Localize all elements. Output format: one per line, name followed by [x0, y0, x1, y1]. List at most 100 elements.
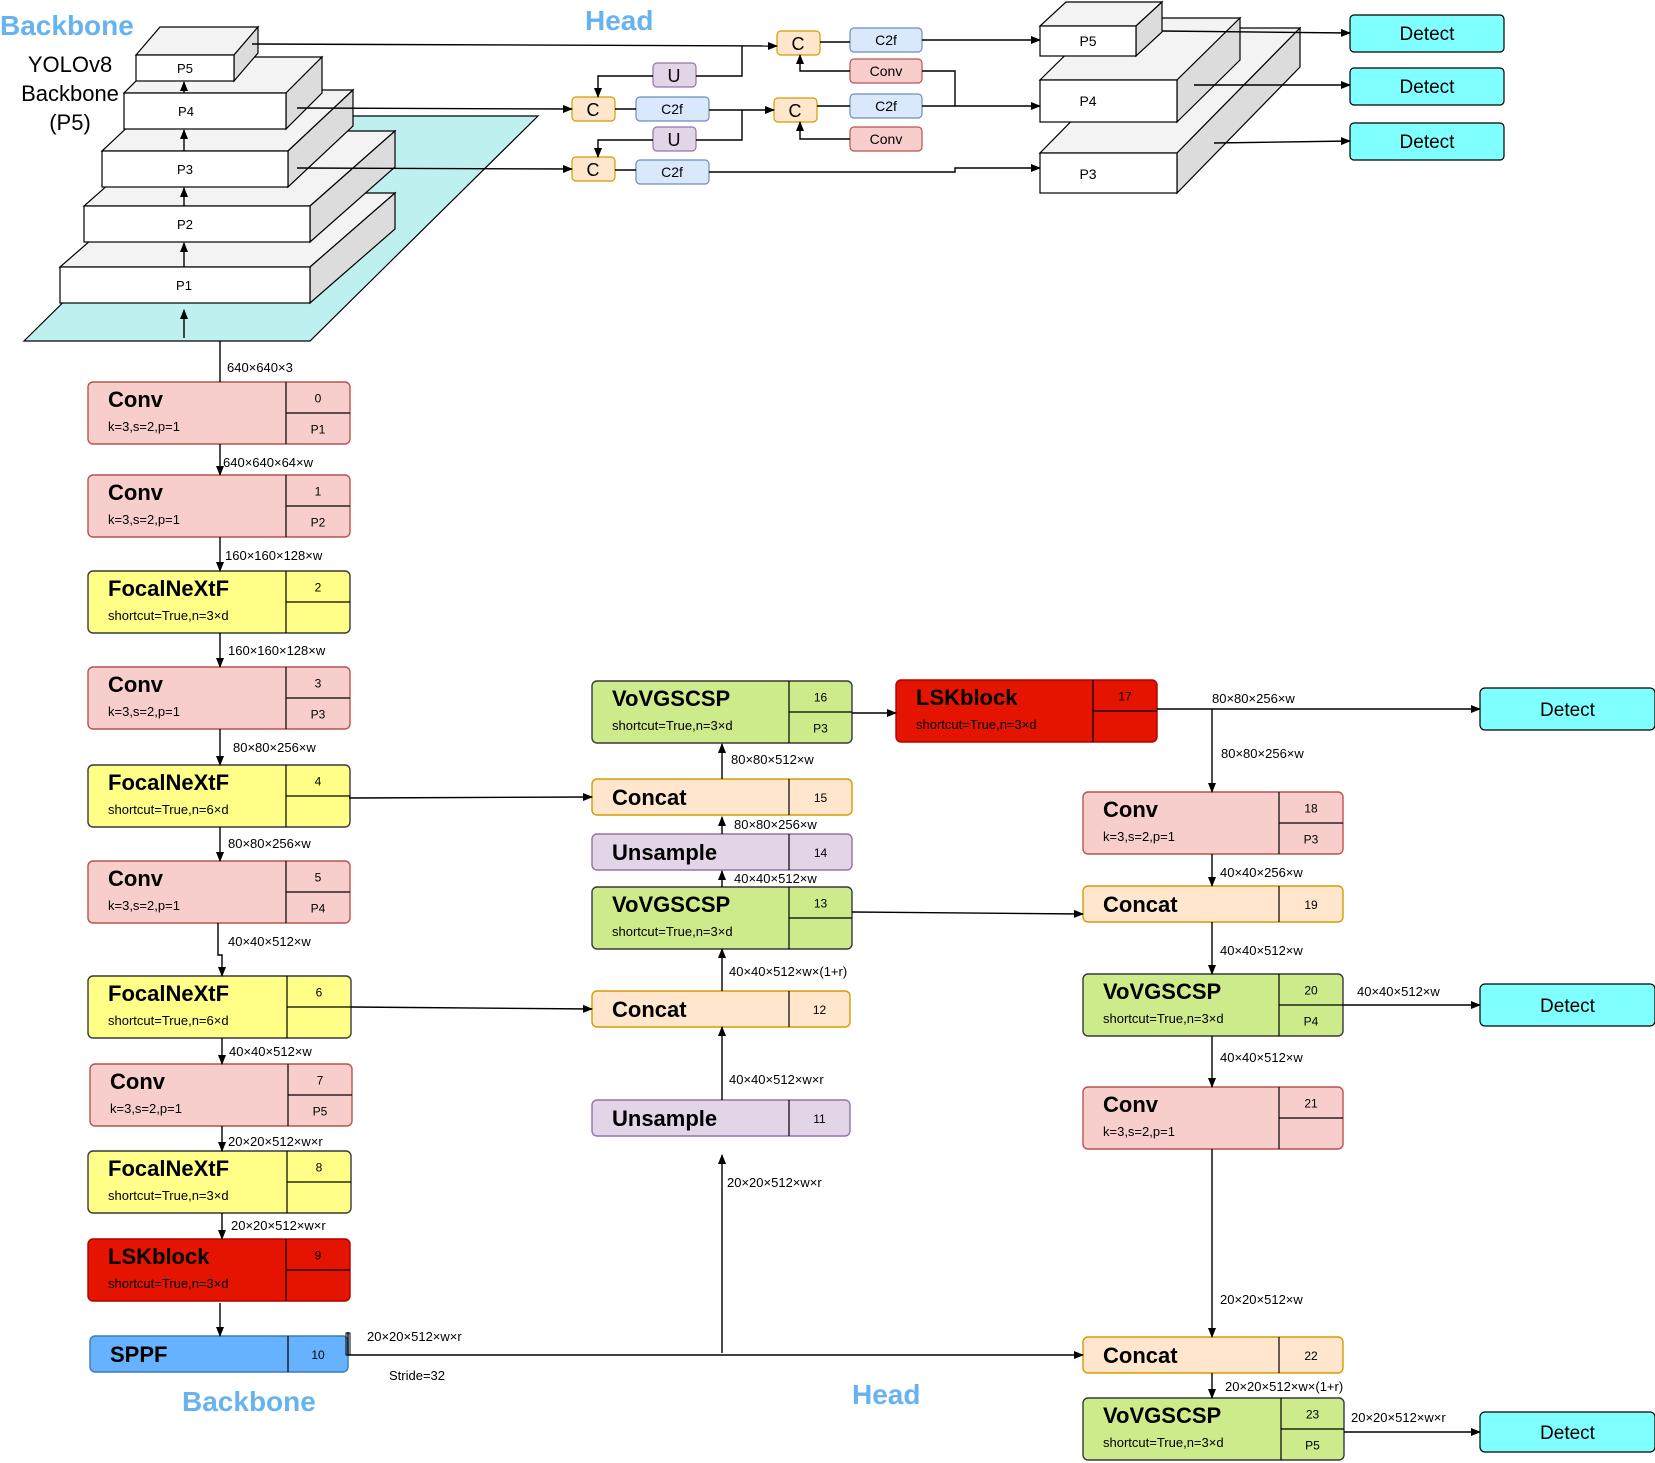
layer-23-tag: P5: [1305, 1439, 1320, 1453]
layer-22-name: Concat: [1103, 1343, 1178, 1368]
layer-11: Unsample 11: [591, 1099, 851, 1137]
layer-16-name: VoVGSCSP: [612, 686, 730, 711]
layer-9-name: LSKblock: [108, 1244, 210, 1269]
layer-5-params: k=3,s=2,p=1: [108, 898, 180, 913]
dim-23-out: 20×20×512×w×r: [1351, 1410, 1446, 1425]
dim-17: 80×80×256×w: [1212, 691, 1295, 706]
layer-8-params: shortcut=True,n=3×d: [108, 1188, 229, 1203]
layer-11-name: Unsample: [612, 1106, 717, 1131]
layer-3-params: k=3,s=2,p=1: [108, 704, 180, 719]
layer-6-params: shortcut=True,n=6×d: [108, 1013, 229, 1028]
top-conv-2-label: Conv: [870, 131, 903, 147]
top-concat-p4-label: C: [587, 100, 600, 120]
layer-7-index: 7: [317, 1074, 324, 1088]
detect-head-2-label: Detect: [1540, 996, 1596, 1017]
dim-13: 40×40×512×w: [734, 871, 817, 886]
layer-7-tag: P5: [313, 1105, 328, 1119]
layer-11-index: 11: [813, 1112, 826, 1126]
yolo-label-line1: YOLOv8: [28, 52, 112, 77]
top-output-p4-label: P4: [1079, 93, 1096, 109]
top-output-p4: [1039, 79, 1178, 123]
layer-16-tag: P3: [813, 722, 828, 736]
dim-11: 40×40×512×w×r: [729, 1072, 824, 1087]
layer-2-params: shortcut=True,n=3×d: [108, 608, 229, 623]
top-c2f-p4b-label: C2f: [875, 98, 897, 114]
layer-20-name: VoVGSCSP: [1103, 979, 1221, 1004]
pyramid-p3: [101, 150, 289, 188]
dim-21: 20×20×512×w: [1220, 1292, 1303, 1307]
layer-22-index: 22: [1304, 1349, 1318, 1363]
top-detect-3-label: Detect: [1400, 132, 1456, 153]
dim-19: 40×40×512×w: [1220, 943, 1303, 958]
layer-1-index: 1: [315, 485, 322, 499]
top-c2f-p4-label: C2f: [661, 101, 683, 117]
layer-11-box: [591, 1099, 851, 1137]
layer-3-name: Conv: [108, 672, 164, 697]
layer-16-index: 16: [814, 691, 828, 705]
pyramid-p1: [59, 266, 311, 304]
layer-8-name: FocalNeXtF: [108, 1156, 229, 1181]
pyramid-p2-label: P2: [177, 217, 193, 232]
layer-19-name: Concat: [1103, 892, 1178, 917]
layer-19-index: 19: [1304, 898, 1318, 912]
layer-21-index: 21: [1304, 1097, 1318, 1111]
layer-0-name: Conv: [108, 387, 164, 412]
dim-3: 80×80×256×w: [233, 740, 316, 755]
layer-17-name: LSKblock: [916, 685, 1018, 710]
layer-20-tag: P4: [1304, 1015, 1319, 1029]
dim-2: 160×160×128×w: [228, 643, 326, 658]
top-conv-1-label: Conv: [870, 63, 903, 79]
dim-6: 40×40×512×w: [229, 1044, 312, 1059]
layer-1-name: Conv: [108, 480, 164, 505]
head-title-bottom: Head: [852, 1379, 920, 1410]
yolo-label-line3: (P5): [49, 110, 91, 135]
layer-5-tag: P4: [311, 902, 326, 916]
dim-8: 20×20×512×w×r: [231, 1218, 326, 1233]
layer-5-index: 5: [315, 871, 322, 885]
top-output-p5-label: P5: [1079, 33, 1096, 49]
layer-blocks: Convk=3,s=2,p=10P1Convk=3,s=2,p=11P2Foca…: [87, 381, 1345, 1461]
layer-13-name: VoVGSCSP: [612, 892, 730, 917]
connections: [216, 341, 1481, 1436]
layer-4-index: 4: [315, 775, 322, 789]
dim-5: 40×40×512×w: [228, 934, 311, 949]
layer-6-name: FocalNeXtF: [108, 981, 229, 1006]
pyramid-p4-label: P4: [178, 104, 194, 119]
top-head-overview: C C C C U U C2f C2f C2f C2f Conv Conv P3: [251, 0, 1505, 195]
layer-0-tag: P1: [311, 423, 326, 437]
layer-4-params: shortcut=True,n=6×d: [108, 802, 229, 817]
layer-12: Concat 12: [591, 990, 851, 1028]
layer-14-index: 14: [814, 846, 828, 860]
dim-12: 40×40×512×w×(1+r): [729, 964, 847, 979]
top-detect-1-label: Detect: [1400, 24, 1456, 45]
dim-14: 80×80×256×w: [734, 817, 817, 832]
backbone-title-bottom: Backbone: [182, 1386, 316, 1417]
layer-18-params: k=3,s=2,p=1: [1103, 829, 1175, 844]
layer-19: Concat 19: [1082, 885, 1344, 923]
dim-1: 160×160×128×w: [225, 548, 323, 563]
yolo-label-line2: Backbone: [21, 81, 119, 106]
layer-23-index: 23: [1306, 1408, 1320, 1422]
pyramid-p5-label: P5: [177, 61, 193, 76]
dim-10-up: 20×20×512×w×r: [727, 1175, 822, 1190]
layer-10-name: SPPF: [110, 1342, 167, 1367]
layer-15-name: Concat: [612, 785, 687, 810]
layer-5-name: Conv: [108, 866, 164, 891]
dim-20: 40×40×512×w: [1220, 1050, 1303, 1065]
stride-label: Stride=32: [389, 1368, 445, 1383]
backbone-title-top: Backbone: [0, 10, 134, 41]
layer-23-params: shortcut=True,n=3×d: [1103, 1435, 1224, 1450]
pyramid-p1-label: P1: [176, 278, 192, 293]
layer-12-index: 12: [813, 1003, 827, 1017]
layer-12-name: Concat: [612, 997, 687, 1022]
head-title-top: Head: [585, 5, 653, 36]
